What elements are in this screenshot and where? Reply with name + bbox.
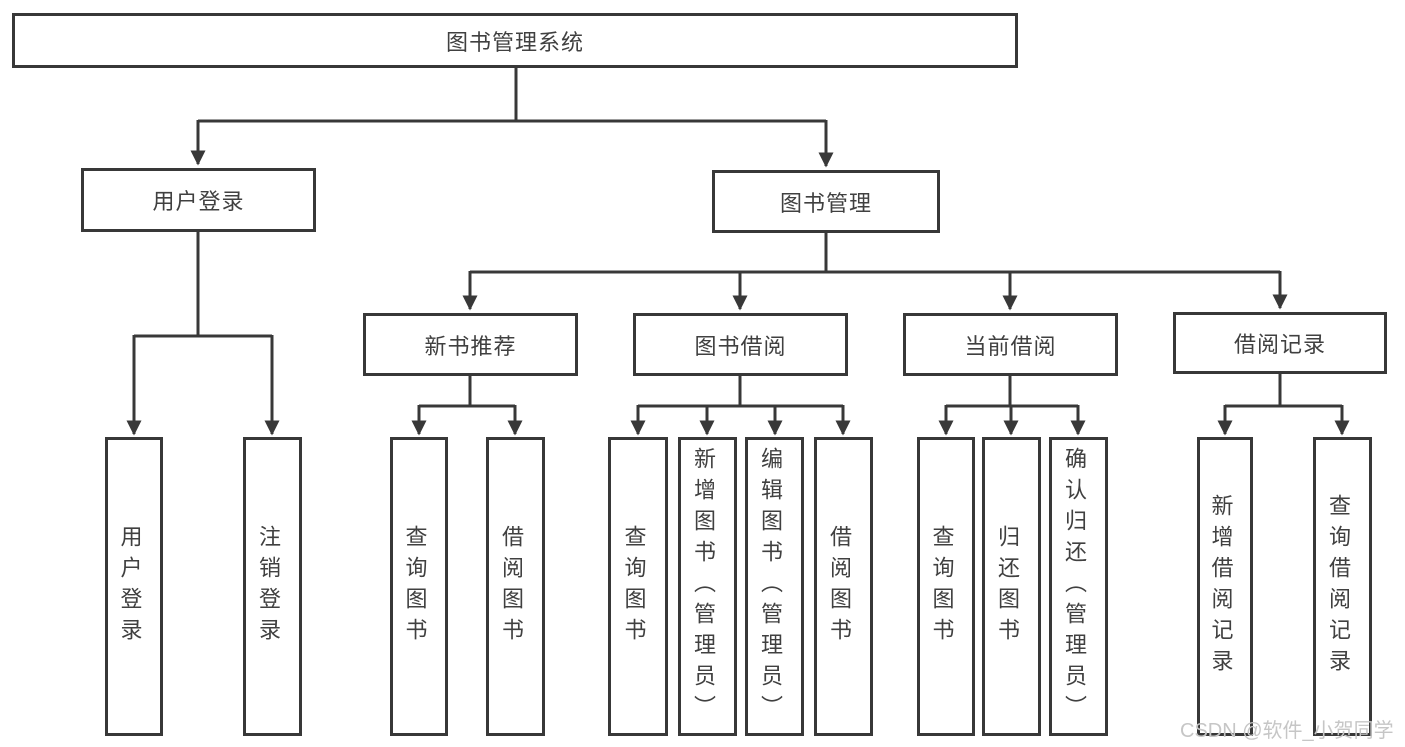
leaf-recommend-query-books: 查询图书 xyxy=(390,437,448,736)
leaf-current-query-books-label: 查询图书 xyxy=(929,524,955,649)
leaf-add-borrow-record-label: 新增借阅记录 xyxy=(1208,493,1234,680)
leaf-recommend-query-books-label: 查询图书 xyxy=(402,524,428,649)
node-new-book-recommend: 新书推荐 xyxy=(363,313,578,376)
node-borrowing-records: 借阅记录 xyxy=(1173,312,1387,374)
leaf-add-borrow-record: 新增借阅记录 xyxy=(1197,437,1253,736)
leaf-return-books: 归还图书 xyxy=(982,437,1041,736)
leaf-borrowing-query-books: 查询图书 xyxy=(608,437,668,736)
leaf-logout-label: 注销登录 xyxy=(256,524,281,649)
leaf-borrowing-query-books-label: 查询图书 xyxy=(621,524,647,649)
leaf-user-login-label: 用户登录 xyxy=(117,524,143,649)
leaf-add-books-admin: 新增图书（管理员） xyxy=(678,437,737,736)
leaf-logout: 注销登录 xyxy=(243,437,302,736)
connector-root-trunk xyxy=(198,68,826,123)
leaf-recommend-borrow-books: 借阅图书 xyxy=(486,437,545,736)
leaf-borrowing-borrow-books-label: 借阅图书 xyxy=(827,524,852,649)
leaf-edit-books-admin: 编辑图书（管理员） xyxy=(745,437,804,736)
node-book-borrowing: 图书借阅 xyxy=(633,313,848,376)
leaf-edit-books-admin-label: 编辑图书（管理员） xyxy=(758,447,783,726)
leaf-recommend-borrow-books-label: 借阅图书 xyxy=(499,524,524,649)
leaf-add-books-admin-label: 新增图书（管理员） xyxy=(691,447,716,726)
leaf-query-borrow-record-label: 查询借阅记录 xyxy=(1326,493,1351,680)
connector-recommend-trunk xyxy=(419,376,515,408)
leaf-user-login: 用户登录 xyxy=(105,437,163,736)
connector-current-trunk xyxy=(946,376,1078,408)
node-current-borrowing: 当前借阅 xyxy=(903,313,1118,376)
leaf-borrowing-borrow-books: 借阅图书 xyxy=(814,437,873,736)
leaf-return-books-label: 归还图书 xyxy=(995,524,1020,649)
leaf-query-borrow-record: 查询借阅记录 xyxy=(1313,437,1372,736)
leaf-confirm-return-admin: 确认归还（管理员） xyxy=(1049,437,1108,736)
connector-login-trunk xyxy=(134,232,272,338)
connector-records-trunk xyxy=(1225,374,1342,408)
node-book-management: 图书管理 xyxy=(712,170,940,233)
leaf-confirm-return-admin-label: 确认归还（管理员） xyxy=(1062,447,1087,726)
connector-borrowing-trunk xyxy=(638,376,843,408)
leaf-current-query-books: 查询图书 xyxy=(917,437,975,736)
node-user-login: 用户登录 xyxy=(81,168,316,232)
connector-mgmt-trunk xyxy=(470,233,1280,274)
csdn-watermark: CSDN @软件_小贺同学 xyxy=(1180,720,1394,742)
node-library-system: 图书管理系统 xyxy=(12,13,1018,68)
